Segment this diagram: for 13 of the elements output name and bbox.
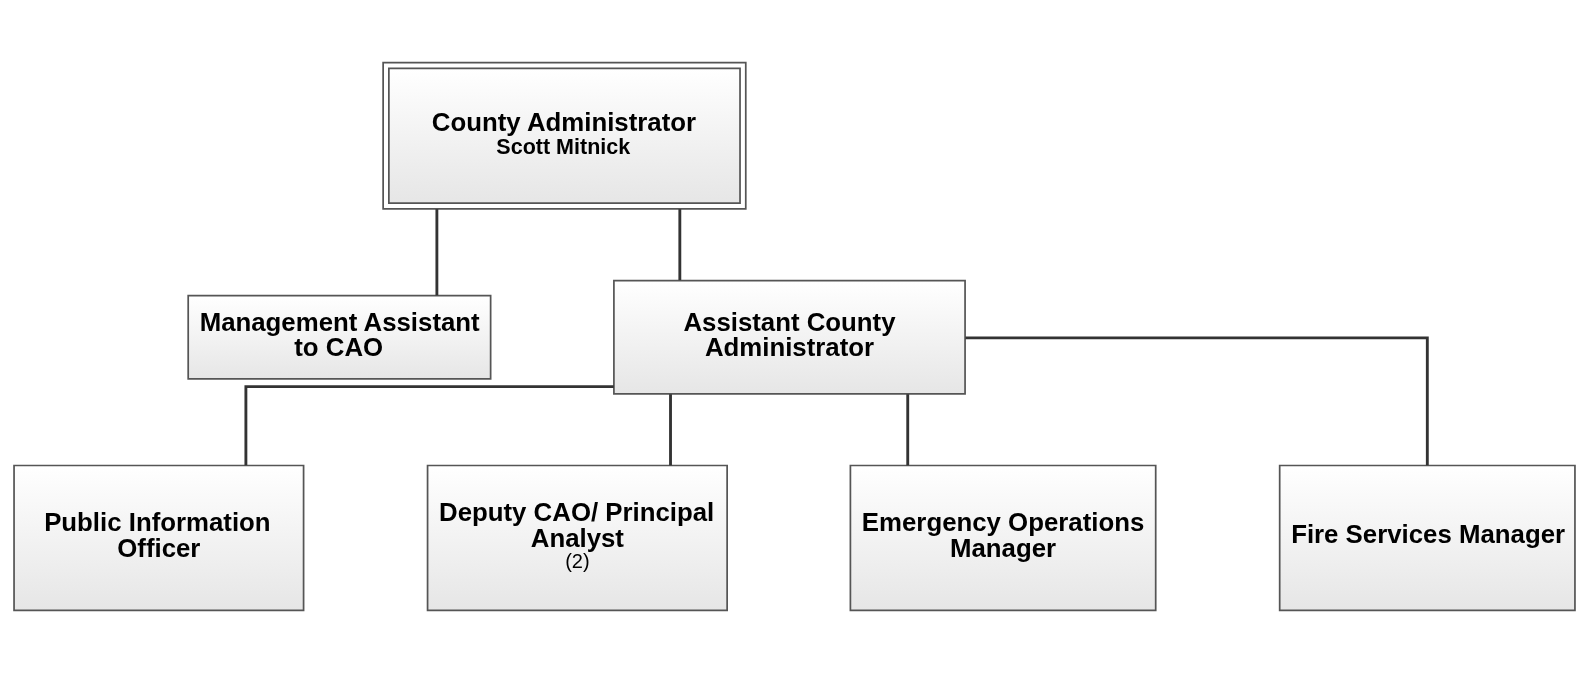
- node-box: Assistant County Administrator: [613, 279, 966, 395]
- connector: [906, 394, 910, 466]
- node-box: Fire Services Manager: [1278, 464, 1576, 612]
- node-box: Public Information Officer: [13, 464, 305, 612]
- connector: [678, 209, 682, 281]
- connector: [435, 209, 439, 296]
- node-box: County Administrator Scott Mitnick: [382, 61, 747, 210]
- node-box: Management Assistant to CAO: [187, 294, 492, 380]
- connector: [965, 336, 1429, 466]
- connector: [244, 385, 614, 466]
- node-box: Emergency Operations Manager: [849, 464, 1157, 612]
- node-box: Deputy CAO/ Principal Analyst (2): [426, 464, 728, 612]
- connector: [669, 394, 672, 466]
